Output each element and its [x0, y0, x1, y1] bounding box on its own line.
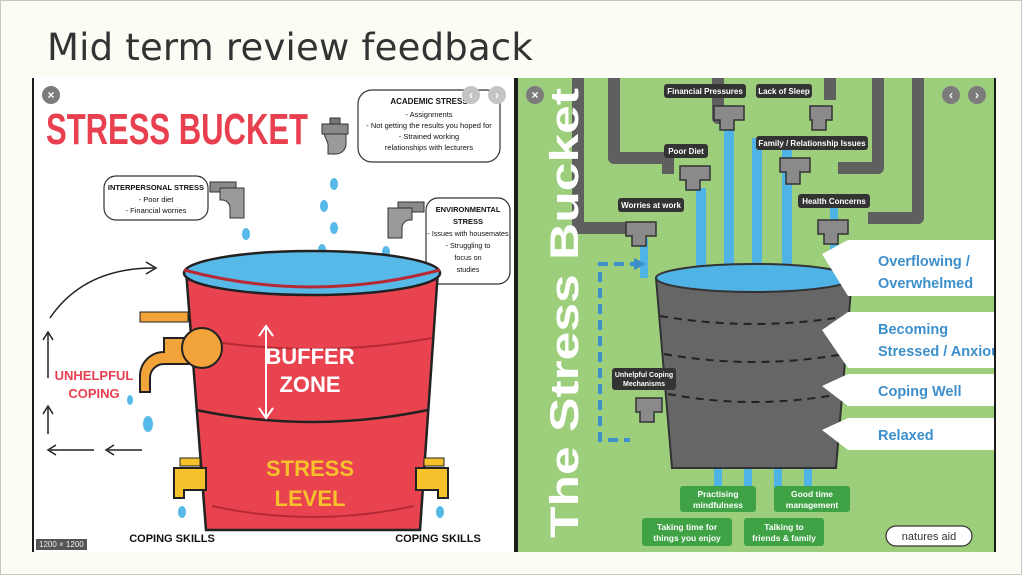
- level-2-line-1: Becoming: [878, 322, 948, 338]
- academic-line-2: - Not getting the results you hoped for: [366, 121, 492, 130]
- environmental-line-1: STRESS: [453, 217, 483, 226]
- chevron-left-icon[interactable]: ‹: [462, 86, 480, 104]
- chevron-left-icon-right[interactable]: ‹: [942, 86, 960, 104]
- right-title: The Stress Bucket: [543, 88, 587, 538]
- academic-line-4: relationships with lecturers: [385, 143, 474, 152]
- tap-icon-coping-right: [415, 457, 449, 499]
- tap-label-work: Worries at work: [621, 201, 681, 210]
- level-3: Coping Well: [878, 384, 962, 400]
- slide-title: Mid term review feedback: [47, 26, 533, 69]
- left-title: STRESS BUCKET: [46, 105, 308, 154]
- academic-bubble: [357, 89, 501, 163]
- chevron-right-icon-right[interactable]: ›: [968, 86, 986, 104]
- tap-label-family: Family / Relationship Issues: [758, 139, 866, 148]
- tap-icon-coping-left: [173, 457, 207, 499]
- stress-bucket-image-right[interactable]: Overflowing / Overwhelmed Becoming Stres…: [518, 78, 994, 552]
- academic-line-1: - Assignments: [405, 110, 452, 119]
- tap-label-sleep: Lack of Sleep: [758, 87, 810, 96]
- output-goodtime-2: management: [786, 500, 839, 510]
- tap-icon-interpersonal: [209, 181, 245, 219]
- tap-icon-environmental: [387, 201, 425, 239]
- stress-bucket-illustration: STRESS BUCKET ACADEMIC STRESS - Assignme…: [42, 89, 511, 545]
- close-icon-right[interactable]: ×: [526, 86, 544, 104]
- level-1-line-2: Overwhelmed: [878, 276, 973, 292]
- level-1-line-1: Overflowing /: [878, 254, 970, 270]
- tap-icon-unhelpful: [139, 311, 223, 393]
- interpersonal-line-2: - Financial worries: [126, 206, 187, 215]
- output-talking-1: Talking to: [764, 522, 804, 532]
- interpersonal-line-1: - Poor diet: [139, 195, 175, 204]
- brand-text: natures aid: [902, 531, 956, 543]
- tap-label-unhelpful-1: Unhelpful Coping: [615, 372, 673, 379]
- environmental-line-5: studies: [457, 265, 480, 274]
- unhelpful-arrows: [42, 261, 158, 456]
- environmental-line-4: focus on: [454, 253, 481, 262]
- stress-level-text-2: LEVEL: [275, 486, 346, 511]
- stress-bucket-image-left[interactable]: STRESS BUCKET ACADEMIC STRESS - Assignme…: [34, 78, 514, 552]
- tap-icons: [625, 105, 849, 423]
- output-taking-2: things you enjoy: [653, 533, 721, 543]
- level-arrows: [822, 240, 994, 450]
- output-talking-2: friends & family: [752, 533, 816, 543]
- image-gallery: STRESS BUCKET ACADEMIC STRESS - Assignme…: [32, 78, 996, 552]
- brand-badge: [885, 525, 973, 547]
- level-2-line-2: Stressed / Anxious: [878, 344, 994, 360]
- environmental-line-2: - Issues with housemates: [427, 229, 509, 238]
- close-icon[interactable]: ×: [42, 86, 60, 104]
- stress-bucket-diagram: Overflowing / Overwhelmed Becoming Stres…: [543, 78, 994, 547]
- tap-label-financial: Financial Pressures: [667, 87, 743, 96]
- output-goodtime-1: Good time: [791, 489, 833, 499]
- tap-label-unhelpful-2: Mechanisms: [623, 381, 665, 388]
- tap-label-health: Health Concerns: [802, 197, 866, 206]
- image-size-label: 1200 × 1200: [36, 539, 87, 550]
- interpersonal-bubble: [103, 175, 209, 221]
- unhelpful-text-1: UNHELPFUL: [55, 368, 134, 383]
- tap-icon-academic: [321, 117, 349, 155]
- environmental-line-3: - Struggling to: [446, 241, 491, 250]
- output-taking-1: Taking time for: [657, 522, 718, 532]
- return-path: [598, 262, 640, 442]
- coping-skills-right: COPING SKILLS: [395, 533, 481, 545]
- stress-level-text-1: STRESS: [266, 456, 354, 481]
- interpersonal-heading: INTERPERSONAL STRESS: [108, 183, 204, 192]
- tap-label-diet: Poor Diet: [668, 147, 704, 156]
- environmental-heading: ENVIRONMENTAL: [436, 205, 501, 214]
- output-practising-1: Practising: [697, 489, 738, 499]
- chevron-right-icon[interactable]: ›: [488, 86, 506, 104]
- buffer-text-2: ZONE: [279, 372, 340, 397]
- environmental-bubble: [425, 197, 511, 285]
- level-4: Relaxed: [878, 428, 934, 444]
- output-practising-2: mindfulness: [693, 500, 743, 510]
- unhelpful-text-2: COPING: [68, 386, 119, 401]
- grey-bucket: [654, 277, 854, 469]
- coping-skills-left: COPING SKILLS: [129, 533, 215, 545]
- academic-heading: ACADEMIC STRESS: [390, 97, 468, 106]
- academic-line-3: - Strained working: [399, 132, 459, 141]
- buffer-text-1: BUFFER: [265, 344, 354, 369]
